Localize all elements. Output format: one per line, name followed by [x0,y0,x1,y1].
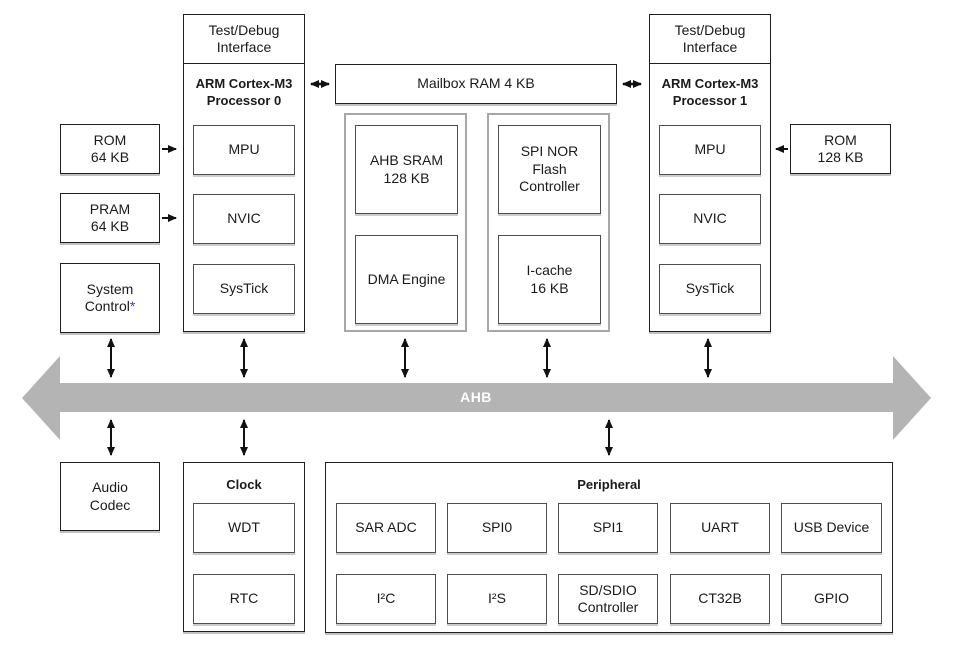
test-debug-interface-1: Test/Debug Interface [649,14,771,64]
processor0-block: ARM Cortex-M3 Processor 0 MPU NVIC SysTi… [183,63,305,332]
processor1-systick: SysTick [659,264,761,314]
spi0-block: SPI0 [447,503,547,553]
system-control-block: System Control* [60,263,160,333]
rtc-block: RTC [193,574,295,624]
processor0-systick: SysTick [193,264,295,314]
clock-group: Clock WDT RTC [183,462,305,632]
processor1-nvic: NVIC [659,194,761,244]
system-control-label: System Control* [84,280,136,315]
i2s-block: I²S [447,574,547,624]
ct32b-block: CT32B [670,574,770,624]
mailbox-ram-block: Mailbox RAM 4 KB [335,64,617,104]
audio-codec-block: Audio Codec [60,462,160,531]
pram-64kb-block: PRAM 64 KB [60,193,160,243]
clock-group-title: Clock [226,477,262,492]
processor0-title: ARM Cortex-M3 Processor 0 [195,76,293,108]
i2c-block: I²C [336,574,436,624]
dma-engine-block: DMA Engine [355,235,458,324]
peripheral-group: Peripheral SAR ADC SPI0 SPI1 UART USB De… [325,462,893,633]
sd-sdio-controller-block: SD/SDIO Controller [558,574,658,624]
processor1-block: ARM Cortex-M3 Processor 1 MPU NVIC SysTi… [649,63,771,332]
peripheral-group-title: Peripheral [577,477,641,492]
processor0-nvic: NVIC [193,194,295,244]
test-debug-interface-0: Test/Debug Interface [183,14,305,64]
rom-64kb-block: ROM 64 KB [60,124,160,174]
usb-device-block: USB Device [781,503,882,553]
spi-nor-flash-controller-block: SPI NOR Flash Controller [498,125,601,214]
memory-group: AHB SRAM 128 KB DMA Engine [344,113,467,332]
icache-block: I-cache 16 KB [498,235,601,324]
gpio-block: GPIO [781,574,882,624]
flash-group: SPI NOR Flash Controller I-cache 16 KB [487,113,610,332]
processor0-mpu: MPU [193,125,295,175]
wdt-block: WDT [193,503,295,553]
sar-adc-block: SAR ADC [336,503,436,553]
ahb-bus-label: AHB [460,389,492,405]
processor1-mpu: MPU [659,125,761,175]
spi1-block: SPI1 [558,503,658,553]
system-control-asterisk: * [129,298,136,314]
rom-128kb-block: ROM 128 KB [790,124,891,174]
ahb-sram-block: AHB SRAM 128 KB [355,125,458,214]
processor1-title: ARM Cortex-M3 Processor 1 [661,76,759,108]
uart-block: UART [670,503,770,553]
